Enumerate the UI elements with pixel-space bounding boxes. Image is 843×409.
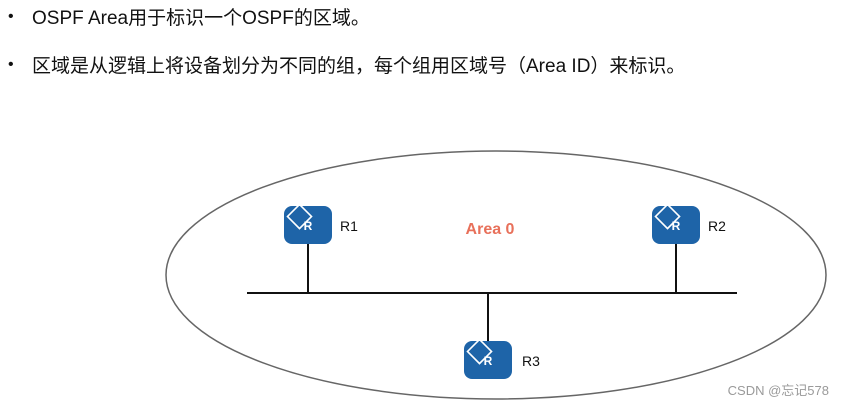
router-r3[interactable]: R R3 [464,338,540,379]
area-label: Area 0 [466,221,515,238]
router-label: R1 [340,218,358,234]
router-icon: R [284,203,332,244]
watermark: CSDN @忘记578 [727,383,829,398]
bullet-text: OSPF Area用于标识一个OSPF的区域。 [32,8,370,29]
router-glyph: R [672,219,681,233]
router-label: R2 [708,218,726,234]
bullet-item: • OSPF Area用于标识一个OSPF的区域。 [8,3,370,30]
bullet-dot: • [8,7,14,25]
bullet-dot: • [8,55,14,73]
router-r1[interactable]: R R1 [284,203,358,244]
router-icon: R [464,338,512,379]
bullet-item: • 区域是从逻辑上将设备划分为不同的组，每个组用区域号（Area ID）来标识。 [8,51,685,78]
router-label: R3 [522,353,540,369]
area-boundary [165,150,827,400]
bullet-text: 区域是从逻辑上将设备划分为不同的组，每个组用区域号（Area ID）来标识。 [32,56,686,77]
router-glyph: R [304,219,313,233]
router-glyph: R [484,354,493,368]
router-icon: R [652,203,700,244]
router-r2[interactable]: R R2 [652,203,726,244]
